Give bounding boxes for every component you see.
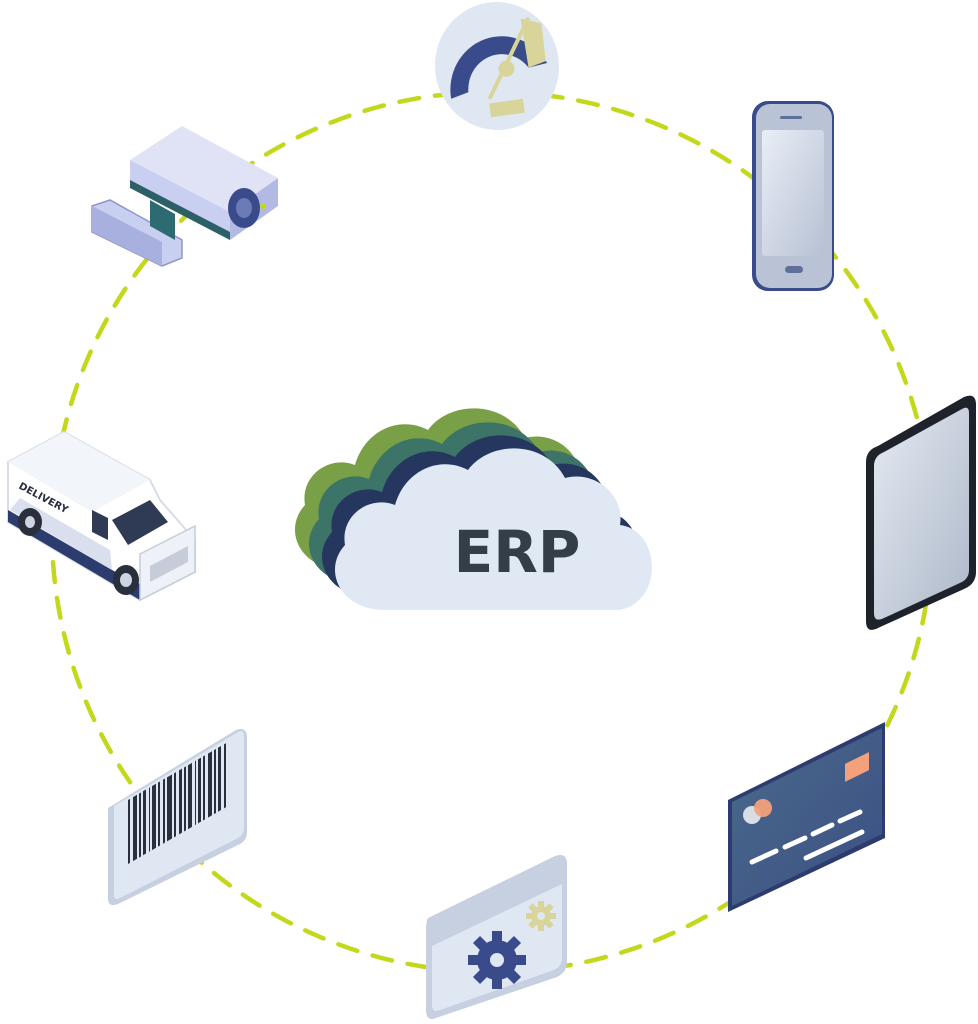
large-gear-icon: [468, 931, 526, 989]
barcode-bar: [198, 757, 201, 824]
small-gear-icon: [526, 901, 556, 931]
barcode-bar: [195, 760, 196, 826]
smartphone-device: [752, 101, 834, 291]
barcode-bar: [143, 789, 146, 856]
barcode-bar: [163, 778, 165, 844]
settings-device: [426, 855, 567, 1019]
credit-card-device: [728, 722, 885, 912]
tablet-icon: [866, 395, 976, 630]
smartphone-icon: [752, 101, 834, 291]
barcode-bar: [184, 766, 186, 832]
credit-card-icon: [728, 722, 885, 912]
settings-gears-panel-icon: [426, 855, 567, 1019]
barcode-device: [108, 729, 247, 906]
barcode-bar: [214, 748, 216, 815]
barcode-bar: [139, 792, 141, 858]
erp-cloud: ERP: [294, 408, 652, 610]
barcode-bar: [224, 743, 226, 809]
erp-label: ERP: [454, 518, 581, 586]
barcode-label-icon: [108, 729, 247, 906]
tablet-device: [866, 395, 976, 630]
barcode-bar: [133, 794, 137, 862]
speedometer-device: [434, 2, 560, 130]
delivery-van-device: DELIVERY: [7, 430, 196, 602]
speedometer-gauge-icon: [434, 2, 560, 130]
security-camera-icon: [91, 126, 278, 267]
barcode-bar: [174, 772, 176, 838]
barcode-bar: [218, 746, 221, 812]
barcode-bar: [203, 755, 205, 821]
barcode-bar: [128, 798, 130, 864]
barcode-bar: [208, 751, 212, 818]
security-camera-device: [91, 126, 278, 267]
barcode-bars: [128, 743, 226, 864]
cloud-icon: [294, 408, 652, 610]
delivery-van-icon: DELIVERY: [7, 430, 196, 602]
barcode-bar: [167, 774, 172, 842]
barcode-bar: [179, 768, 182, 835]
barcode-bar: [158, 781, 160, 847]
barcode-bar: [149, 787, 150, 852]
barcode-bar: [188, 762, 192, 830]
barcode-bar: [152, 783, 156, 851]
